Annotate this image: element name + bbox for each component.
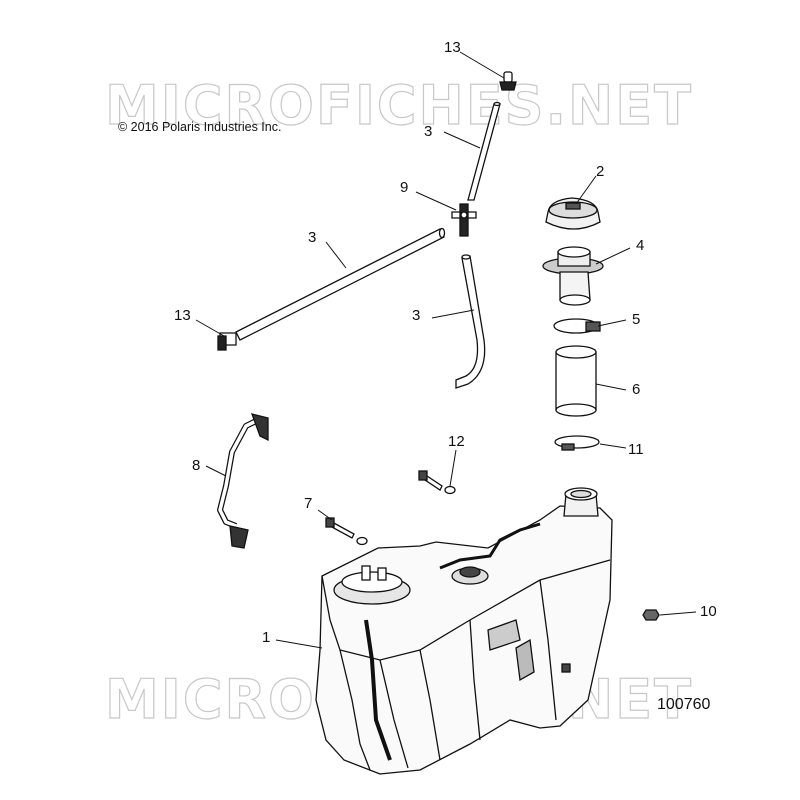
- part-3-vent-hose-bent: [455, 254, 486, 389]
- leader-4: [595, 247, 631, 265]
- part-12-bolt-washer: [418, 470, 456, 495]
- part-9-tee-fitting: [451, 203, 477, 237]
- part-3-vent-hose-long: [235, 227, 446, 341]
- leader-13a: [459, 51, 505, 79]
- part-8-fuel-line: [217, 413, 269, 549]
- leader-2: [575, 175, 597, 205]
- figure-number: 100760: [657, 696, 710, 713]
- leader-1: [275, 639, 323, 649]
- leader-13b: [195, 319, 225, 337]
- part-13-fitting-left: [217, 332, 237, 351]
- leader-3a: [443, 131, 481, 149]
- leader-12: [449, 449, 457, 487]
- part-10-nut: [642, 609, 660, 621]
- leader-8: [205, 465, 227, 477]
- leader-6: [595, 383, 627, 391]
- watermark-top: MICROFICHES.NET: [105, 74, 693, 137]
- part-4-filler-neck: [542, 246, 604, 306]
- part-11-hose-clamp-lower: [554, 435, 600, 451]
- callout-1: 1: [262, 629, 270, 646]
- callout-3-top: 3: [424, 123, 432, 140]
- part-5-hose-clamp-upper: [553, 318, 601, 334]
- callout-10: 10: [700, 603, 717, 620]
- callout-13-left: 13: [174, 307, 191, 324]
- callout-7: 7: [304, 495, 312, 512]
- leader-3c: [431, 309, 475, 319]
- callout-2: 2: [596, 163, 604, 180]
- leader-7: [317, 509, 333, 521]
- part-13-fitting-top: [499, 71, 517, 91]
- leader-5: [597, 319, 627, 327]
- part-7-bolt-washer: [325, 517, 368, 546]
- copyright-text: © 2016 Polaris Industries Inc.: [118, 120, 281, 134]
- callout-8: 8: [192, 457, 200, 474]
- callout-5: 5: [632, 311, 640, 328]
- part-1-fuel-tank: [315, 487, 613, 775]
- part-6-fill-hose: [555, 345, 597, 417]
- part-3-vent-hose-upper: [467, 101, 501, 201]
- callout-12: 12: [448, 433, 465, 450]
- callout-4: 4: [636, 237, 644, 254]
- callout-9: 9: [400, 179, 408, 196]
- callout-6: 6: [632, 381, 640, 398]
- leader-11: [599, 443, 627, 449]
- callout-3-bent: 3: [412, 307, 420, 324]
- callout-3-diagonal: 3: [308, 229, 316, 246]
- leader-10: [659, 611, 697, 616]
- callout-11: 11: [628, 441, 644, 458]
- leader-3b: [325, 241, 347, 269]
- leader-9: [415, 191, 457, 211]
- callout-13-top: 13: [444, 39, 461, 56]
- part-2-fuel-cap: [545, 197, 601, 230]
